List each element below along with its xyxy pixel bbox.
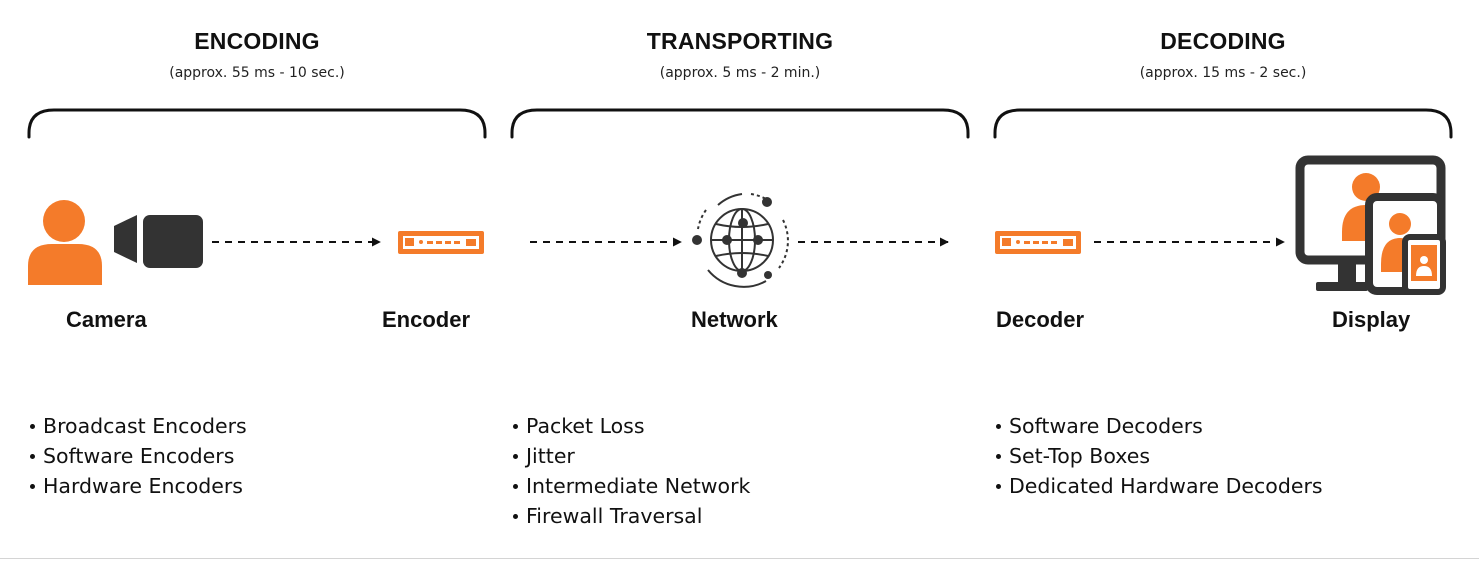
stage-duration-decoding: (approx. 15 ms - 2 sec.) <box>1139 65 1307 81</box>
stage-duration-transporting: (approx. 5 ms - 2 min.) <box>659 65 821 81</box>
stage-title-transporting: TRANSPORTING <box>646 28 834 54</box>
factor-list-encoding: Broadcast Encoders Software Encoders Har… <box>29 411 247 501</box>
list-item: Software Encoders <box>29 441 247 471</box>
list-item: Packet Loss <box>512 411 750 441</box>
user-icon <box>28 200 102 285</box>
component-label-encoder: Encoder <box>382 307 471 332</box>
stage-bracket-decoding <box>993 108 1453 139</box>
encoder-device-icon <box>398 231 484 254</box>
stage-bracket-transporting <box>510 108 970 139</box>
component-label-camera: Camera <box>66 307 147 332</box>
stage-duration-encoding: (approx. 55 ms - 10 sec.) <box>169 65 345 81</box>
decoder-device-icon <box>995 231 1081 254</box>
globe-network-icon <box>692 193 789 288</box>
list-item: Jitter <box>512 441 750 471</box>
factor-list-decoding: Software Decoders Set-Top Boxes Dedicate… <box>995 411 1323 501</box>
video-camera-icon <box>114 215 203 268</box>
bottom-divider <box>0 558 1479 559</box>
stage-title-decoding: DECODING <box>1160 28 1286 54</box>
list-item: Broadcast Encoders <box>29 411 247 441</box>
list-item: Dedicated Hardware Decoders <box>995 471 1323 501</box>
component-label-display: Display <box>1332 307 1411 332</box>
multi-screen-display-icon <box>1295 155 1446 295</box>
list-item: Firewall Traversal <box>512 501 750 531</box>
component-label-decoder: Decoder <box>996 307 1085 332</box>
list-item: Set-Top Boxes <box>995 441 1323 471</box>
component-label-network: Network <box>691 307 778 332</box>
factor-list-transporting: Packet Loss Jitter Intermediate Network … <box>512 411 750 531</box>
stage-title-encoding: ENCODING <box>194 28 320 54</box>
stage-bracket-encoding <box>27 108 487 139</box>
list-item: Software Decoders <box>995 411 1323 441</box>
list-item: Intermediate Network <box>512 471 750 501</box>
list-item: Hardware Encoders <box>29 471 247 501</box>
